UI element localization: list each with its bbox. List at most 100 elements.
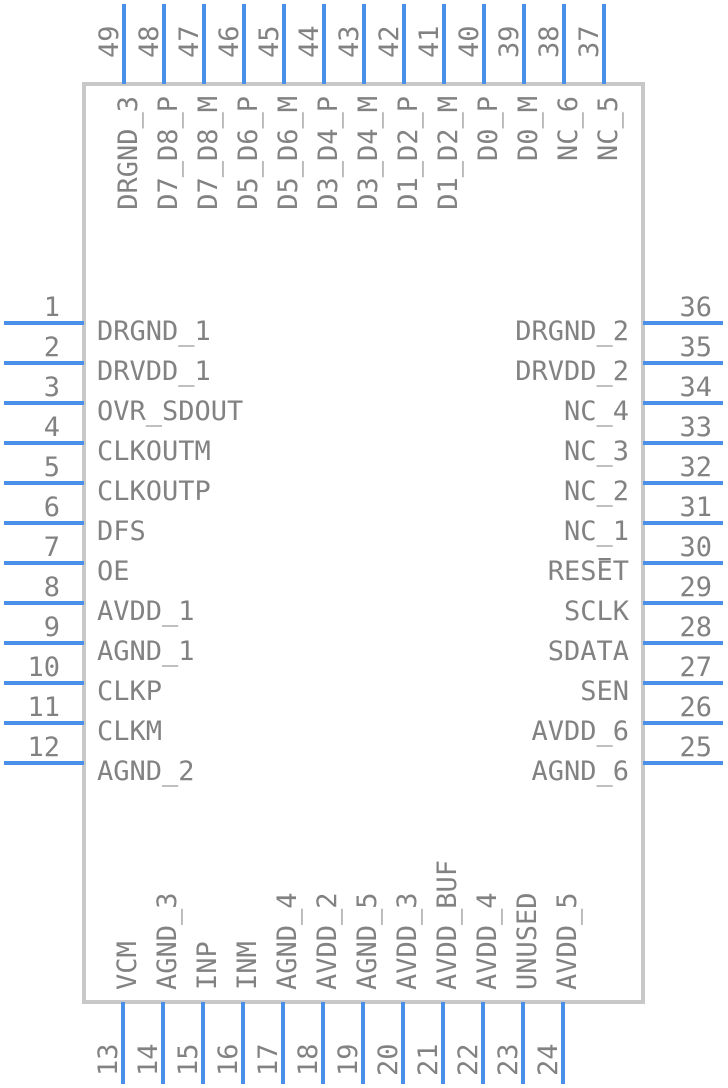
pin-name: AVDD_1 (97, 596, 195, 627)
pin-name: NC_3 (564, 436, 629, 467)
pin-name: DRVDD_1 (97, 356, 211, 387)
pin-number: 10 (27, 652, 60, 683)
pin-name: AVDD_5 (552, 892, 583, 990)
pin-number: 47 (174, 25, 205, 58)
pin-name: AGND_1 (97, 636, 195, 667)
pin-number: 38 (534, 25, 565, 58)
pin-number: 1 (44, 292, 60, 323)
pin-number: 36 (679, 292, 712, 323)
pin-name: CLKM (97, 716, 162, 747)
pin-number: 49 (94, 25, 125, 58)
pin-number: 21 (413, 1043, 444, 1076)
pin-name: DRGND_1 (97, 316, 211, 347)
pin-name: NC_5 (593, 96, 624, 161)
pin-number: 44 (294, 25, 325, 58)
pin-name: D5_D6_P (233, 96, 264, 210)
pin-name: SEN (580, 676, 629, 707)
pin-number: 15 (173, 1043, 204, 1076)
pin-number: 37 (574, 25, 605, 58)
pin-number: 48 (134, 25, 165, 58)
pin-name: INM (232, 941, 263, 990)
pin-name: CLKP (97, 676, 162, 707)
pin-name: RESET (548, 556, 629, 587)
pin-number: 26 (679, 692, 712, 723)
pin-number: 40 (454, 25, 485, 58)
pin-name: OVR_SDOUT (97, 396, 243, 427)
pin-number: 25 (679, 732, 712, 763)
pin-number: 9 (44, 612, 60, 643)
pin-name: AGND_6 (531, 756, 629, 787)
pin-number: 27 (679, 652, 712, 683)
pin-number: 4 (44, 412, 60, 443)
pin-number: 33 (679, 412, 712, 443)
pin-number: 8 (44, 572, 60, 603)
pin-number: 2 (44, 332, 60, 363)
pin-number: 43 (334, 25, 365, 58)
pin-name: SDATA (548, 636, 629, 667)
pin-name: DRGND_3 (113, 96, 144, 210)
pin-name: AGND_5 (352, 892, 383, 990)
pin-name: D0_M (513, 96, 544, 161)
pin-number: 24 (533, 1043, 564, 1076)
pin-number: 16 (213, 1043, 244, 1076)
pin-number: 19 (333, 1043, 364, 1076)
pin-number: 18 (293, 1043, 324, 1076)
pin-name: AGND_4 (272, 892, 303, 990)
pin-name: D3_D4_P (313, 96, 344, 210)
pin-number: 41 (414, 25, 445, 58)
pin-name: D0_P (473, 96, 504, 161)
pin-name: INP (192, 941, 223, 990)
pin-name: NC_1 (564, 516, 629, 547)
pin-number: 6 (44, 492, 60, 523)
pin-name: D3_D4_M (353, 96, 384, 210)
pin-number: 14 (133, 1043, 164, 1076)
pin-number: 31 (679, 492, 712, 523)
pin-name: AVDD_BUF (432, 860, 463, 990)
pin-name: NC_6 (553, 96, 584, 161)
pin-number: 23 (493, 1043, 524, 1076)
pin-name: AVDD_6 (531, 716, 629, 747)
pin-number: 12 (27, 732, 60, 763)
pin-number: 30 (679, 532, 712, 563)
pin-number: 20 (373, 1043, 404, 1076)
pin-name: DRVDD_2 (515, 356, 629, 387)
pin-number: 11 (27, 692, 60, 723)
ic-body (82, 82, 645, 1004)
pin-name: D5_D6_M (273, 96, 304, 210)
pin-number: 42 (374, 25, 405, 58)
pin-name: D7_D8_M (193, 96, 224, 210)
pin-number: 29 (679, 572, 712, 603)
pin-name: NC_2 (564, 476, 629, 507)
pin-name: AGND_3 (152, 892, 183, 990)
pin-name: D7_D8_P (153, 96, 184, 210)
pin-name: D1_D2_M (433, 96, 464, 210)
pin-name: VCM (112, 941, 143, 990)
pin-name: CLKOUTM (97, 436, 211, 467)
pin-number: 17 (253, 1043, 284, 1076)
pin-name: CLKOUTP (97, 476, 211, 507)
pin-name: AVDD_4 (472, 892, 503, 990)
pin-number: 39 (494, 25, 525, 58)
pin-name: DRGND_2 (515, 316, 629, 347)
pin-name: SCLK (564, 596, 630, 627)
pin-number: 13 (93, 1043, 124, 1076)
pin-number: 28 (679, 612, 712, 643)
pin-name: AVDD_2 (312, 892, 343, 990)
pin-name: DFS (97, 516, 146, 547)
pin-number: 32 (679, 452, 712, 483)
pin-number: 3 (44, 372, 60, 403)
pin-name: OE (97, 556, 130, 587)
pin-number: 35 (679, 332, 712, 363)
pin-number: 34 (679, 372, 712, 403)
pin-number: 45 (254, 25, 285, 58)
pin-name: UNUSED (512, 892, 543, 990)
pin-number: 22 (453, 1043, 484, 1076)
pin-number: 5 (44, 452, 60, 483)
pin-name: D1_D2_P (393, 96, 424, 210)
pin-name: AGND_2 (97, 756, 195, 787)
pin-name: NC_4 (564, 396, 629, 427)
pin-number: 7 (44, 532, 60, 563)
pin-name: AVDD_3 (392, 892, 423, 990)
pin-number: 46 (214, 25, 245, 58)
